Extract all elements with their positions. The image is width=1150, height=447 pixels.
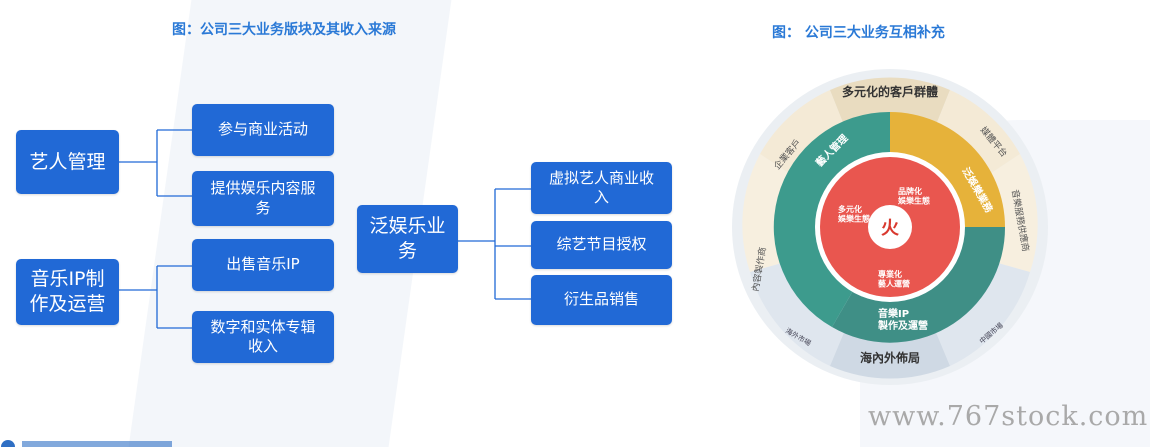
right-figure-title: 图： 公司三大业务互相补充 (772, 25, 945, 41)
node-commercial-activities: 参与商业活动 (192, 104, 334, 156)
left-figure-title: 图：公司三大业务版块及其收入来源 (172, 22, 396, 38)
node-merchandise: 衍生品销售 (531, 275, 672, 325)
logo-icon (1, 440, 172, 447)
wheel-outer-bottom-label: 海內外佈局 (860, 350, 920, 365)
node-sell-music-ip: 出售音乐IP (192, 239, 334, 291)
node-content-services: 提供娱乐内容服 务 (192, 171, 334, 226)
svg-text:火: 火 (881, 218, 900, 239)
node-artist-management: 艺人管理 (16, 130, 119, 194)
wheel-core-label: 專業化藝人運營 (878, 269, 910, 289)
node-pan-entertainment: 泛娱乐业 务 (357, 205, 458, 273)
node-virtual-artist: 虚拟艺人商业收 入 (531, 162, 672, 214)
node-music-ip: 音乐IP制 作及运营 (16, 259, 119, 325)
wheel-core-label: 多元化娛樂生態 (837, 204, 870, 224)
wheel-core-label: 品牌化娛樂生態 (897, 186, 930, 206)
watermark: www.767stock.com (868, 401, 1149, 432)
business-wheel-diagram: 火 多元化的客戶群體 海內外佈局 企業客戶 媒體平台 音樂服務供應商 內容製作商… (732, 69, 1048, 385)
node-album-income: 数字和实体专辑 收入 (192, 311, 334, 363)
wheel-outer-top-label: 多元化的客戶群體 (842, 84, 938, 99)
node-variety-license: 综艺节目授权 (531, 221, 672, 269)
